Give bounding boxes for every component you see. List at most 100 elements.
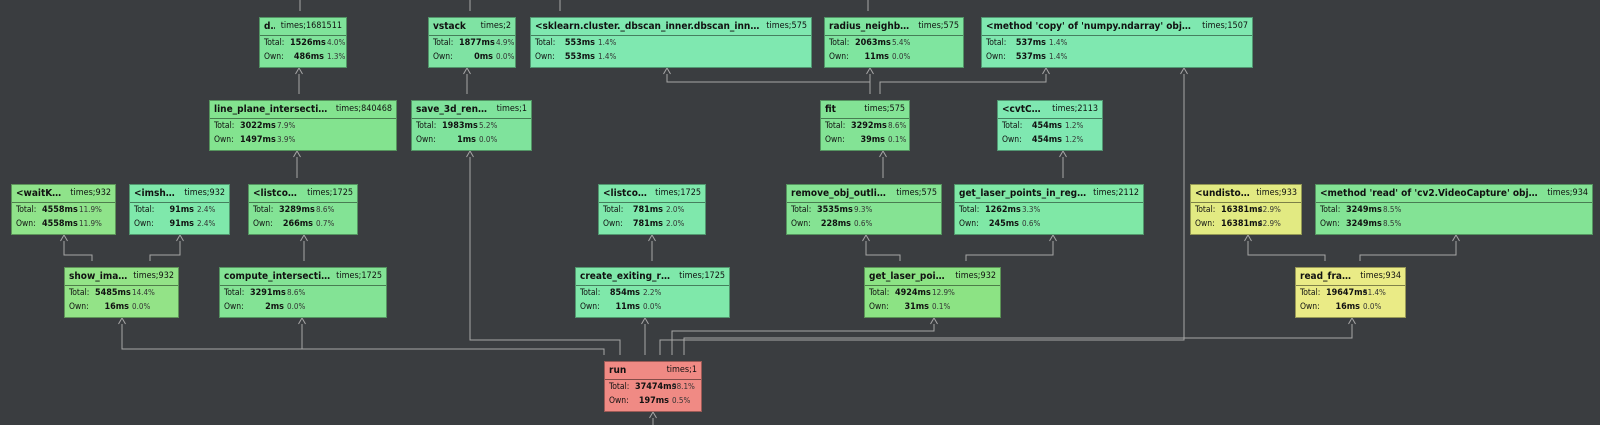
- total-percent: 2.0%: [666, 205, 685, 214]
- function-name: fit: [825, 104, 836, 115]
- own-time: 16ms: [1335, 302, 1360, 312]
- own-label: Own:: [580, 302, 600, 312]
- own-time: 2ms: [265, 302, 284, 312]
- total-label: Total:: [264, 38, 285, 48]
- node-header: <method 'copy' of 'numpy.ndarray' object…: [982, 18, 1252, 36]
- own-percent: 2.0%: [666, 219, 685, 228]
- function-name: <method 'read' of 'cv2.VideoCapture' obj…: [1320, 188, 1542, 199]
- total-label: Total:: [416, 121, 437, 131]
- function-node-videocapture-read[interactable]: <method 'read' of 'cv2.VideoCapture' obj…: [1315, 184, 1593, 235]
- total-time: 454ms: [1031, 121, 1062, 131]
- total-label: Total:: [1320, 205, 1341, 215]
- total-percent: 8.6%: [287, 288, 306, 297]
- node-header: <sklearn.cluster._dbscan_inner.dbscan_in…: [531, 18, 811, 36]
- call-count: times;932: [70, 188, 111, 198]
- own-label: Own:: [1300, 302, 1320, 312]
- total-percent: 14.4%: [132, 288, 155, 297]
- total-time: 4558ms: [42, 205, 78, 215]
- function-node-listcomp-b[interactable]: <listcomp>times;1725Total:781ms2.0%Own:7…: [598, 184, 706, 235]
- node-header: <undistort>times;933: [1191, 185, 1301, 203]
- total-time: 553ms: [564, 38, 595, 48]
- own-time: 197ms: [638, 396, 669, 406]
- call-count: times;575: [766, 21, 807, 31]
- total-label: Total:: [1195, 205, 1216, 215]
- call-edge: [683, 317, 1356, 355]
- call-count: times;1725: [307, 188, 353, 198]
- total-time: 3535ms: [817, 205, 853, 215]
- own-label: Own:: [829, 52, 849, 62]
- total-label: Total:: [986, 38, 1007, 48]
- own-time: 39ms: [860, 135, 885, 145]
- function-node-dot[interactable]: dottimes;1681511Total:1526ms4.0%Own:486m…: [259, 17, 347, 68]
- call-edge: [862, 234, 901, 261]
- own-time: 266ms: [282, 219, 313, 229]
- own-time: 228ms: [820, 219, 851, 229]
- call-count: times;1725: [655, 188, 701, 198]
- function-name: vstack: [433, 21, 466, 32]
- function-node-ndarray-copy[interactable]: <method 'copy' of 'numpy.ndarray' object…: [981, 17, 1253, 68]
- own-time: 31ms: [904, 302, 929, 312]
- function-node-imshow[interactable]: <imshow>times;932Total:91ms2.4%Own:91ms2…: [129, 184, 230, 235]
- own-label: Own:: [1320, 219, 1340, 229]
- call-count: times;933: [1256, 188, 1297, 198]
- function-name: get_laser_points_in_region: [959, 188, 1088, 199]
- function-name: <method 'copy' of 'numpy.ndarray' object…: [986, 21, 1197, 32]
- function-node-dbscan-inner[interactable]: <sklearn.cluster._dbscan_inner.dbscan_in…: [530, 17, 812, 68]
- total-time: 4924ms: [895, 288, 931, 298]
- own-time: 537ms: [1015, 52, 1046, 62]
- call-count: times;1725: [679, 271, 725, 281]
- total-label: Total:: [791, 205, 812, 215]
- call-count: times;2113: [1052, 104, 1098, 114]
- function-node-undistort[interactable]: <undistort>times;933Total:16381ms42.9%Ow…: [1190, 184, 1302, 235]
- total-percent: 8.6%: [316, 205, 335, 214]
- own-percent: 0.0%: [496, 52, 515, 61]
- total-label: Total:: [134, 205, 155, 215]
- call-edge: [671, 317, 938, 355]
- total-label: Total:: [69, 288, 90, 298]
- total-label: Total:: [1002, 121, 1023, 131]
- own-label: Own:: [134, 219, 154, 229]
- total-percent: 5.4%: [892, 38, 911, 47]
- call-count: times;934: [1360, 271, 1401, 281]
- total-percent: 2.2%: [643, 288, 662, 297]
- call-count: times;932: [133, 271, 174, 281]
- own-label: Own:: [1002, 135, 1022, 145]
- own-percent: 0.0%: [479, 135, 498, 144]
- function-node-waitKey[interactable]: <waitKey>times;932Total:4558ms11.9%Own:4…: [11, 184, 116, 235]
- function-node-cvtColor[interactable]: <cvtColor>times;2113Total:454ms1.2%Own:4…: [997, 100, 1103, 151]
- node-header: <imshow>times;932: [130, 185, 229, 203]
- function-node-listcomp-a[interactable]: <listcomp>times;1725Total:3289ms8.6%Own:…: [248, 184, 358, 235]
